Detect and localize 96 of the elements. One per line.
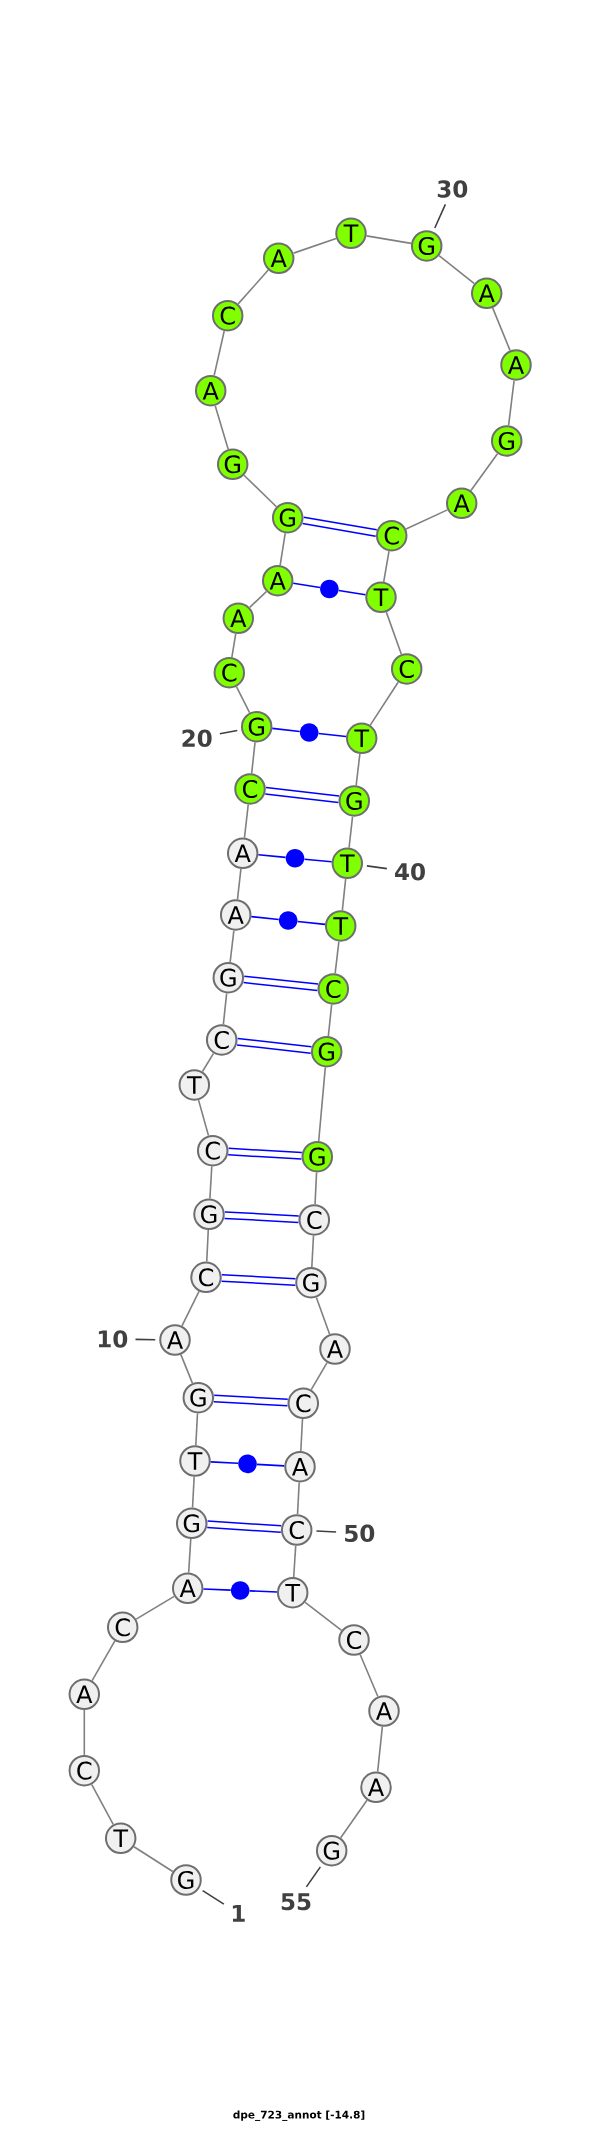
base-pair-dot — [299, 723, 319, 742]
base-pair-line — [256, 1463, 286, 1467]
position-number: 1 — [232, 1904, 245, 1922]
leader-line — [434, 203, 447, 229]
backbone-line — [201, 1052, 215, 1073]
backbone-line — [339, 1799, 368, 1839]
backbone-line — [355, 753, 361, 787]
backbone-line — [385, 611, 403, 655]
backbone-line — [135, 1595, 175, 1620]
leader-line — [305, 1866, 322, 1888]
backbone-line — [187, 1538, 192, 1574]
position-number: 55 — [281, 1893, 311, 1911]
backbone-line — [191, 1475, 195, 1509]
backbone-line — [197, 1099, 210, 1137]
backbone-line — [327, 1003, 333, 1037]
backbone-line — [369, 681, 399, 726]
backbone-line — [314, 1171, 318, 1206]
leader-line — [315, 1530, 337, 1533]
backbone-line — [248, 590, 268, 609]
backbone-line — [315, 1296, 331, 1335]
base-pair-line — [209, 1461, 239, 1465]
leader-line — [134, 1338, 157, 1341]
backbone-line — [296, 1481, 300, 1516]
backbone-line — [231, 633, 237, 658]
base-pair-line — [248, 1590, 278, 1593]
backbone-line — [317, 1066, 327, 1142]
backbone-line — [213, 330, 225, 377]
backbone-line — [310, 1361, 328, 1391]
backbone-line — [83, 1709, 86, 1756]
backbone-line — [279, 532, 287, 566]
base-pair-line — [250, 915, 280, 921]
base-pair-line — [213, 1394, 288, 1407]
backbone-line — [91, 1640, 116, 1682]
base-pair-line — [302, 516, 377, 537]
base-pair-line — [221, 1274, 296, 1286]
base-pair-line — [296, 920, 326, 926]
position-number: 10 — [98, 1330, 128, 1348]
backbone-line — [181, 1290, 200, 1327]
backbone-line — [214, 404, 229, 450]
base-pair-line — [228, 1147, 302, 1160]
base-pair-line — [337, 589, 367, 596]
backbone-line — [311, 1234, 315, 1268]
backbone-line — [365, 235, 412, 245]
backbone-line — [304, 1601, 343, 1632]
backbone-line — [243, 474, 278, 508]
base-pair-line — [202, 1588, 232, 1591]
base-pair-dot — [320, 579, 339, 599]
position-number: 30 — [437, 180, 468, 198]
backbone-line — [438, 254, 476, 285]
backbone-line — [236, 868, 242, 901]
base-pair-line — [292, 582, 321, 589]
base-pair-line — [224, 1211, 299, 1224]
backbone-line — [470, 452, 499, 492]
backbone-line — [359, 1653, 379, 1698]
backbone-line — [341, 878, 347, 912]
base-pair-line — [265, 786, 340, 804]
position-number: 50 — [345, 1524, 375, 1542]
backbone-line — [300, 1418, 304, 1452]
backbone-line — [376, 1725, 384, 1773]
base-pair-line — [317, 732, 347, 738]
backbone-line — [235, 685, 251, 714]
base-pair-dot — [285, 849, 305, 868]
position-number: 40 — [395, 863, 425, 881]
backbone-line — [229, 929, 235, 963]
backbone-line — [292, 237, 337, 254]
base-pair-line — [243, 975, 319, 992]
base-pair-line — [271, 727, 301, 733]
backbone-line — [491, 307, 511, 352]
leader-line — [219, 729, 239, 735]
base-pair-dot — [278, 911, 298, 930]
base-pair-line — [303, 858, 333, 863]
backbone-line — [195, 1412, 199, 1447]
base-pair-dot — [230, 1581, 250, 1600]
backbone-line — [243, 803, 250, 839]
leader-line — [201, 1889, 225, 1905]
backbone-line — [90, 1783, 115, 1826]
backbone-line — [405, 509, 449, 530]
base-pair-line — [257, 854, 287, 859]
backbone-line — [382, 550, 390, 583]
backbone-line — [205, 1229, 210, 1263]
backbone-line — [292, 1544, 297, 1578]
backbone-line — [348, 815, 354, 849]
backbone-line — [133, 1845, 174, 1873]
base-pair-line — [236, 1037, 312, 1054]
backbone-line — [507, 379, 515, 427]
backbone-line — [222, 992, 228, 1026]
caption: dpe_723_annot [-14.8] — [233, 2110, 365, 2121]
backbone-line — [209, 1165, 213, 1200]
leader-line — [366, 865, 388, 870]
backbone-line — [180, 1353, 194, 1384]
base-pair-line — [207, 1520, 282, 1533]
base-pair-dot — [238, 1454, 257, 1474]
backbone-line — [237, 269, 270, 305]
backbone-line — [334, 940, 340, 975]
position-number: 20 — [182, 729, 212, 747]
backbone-line — [250, 741, 256, 775]
